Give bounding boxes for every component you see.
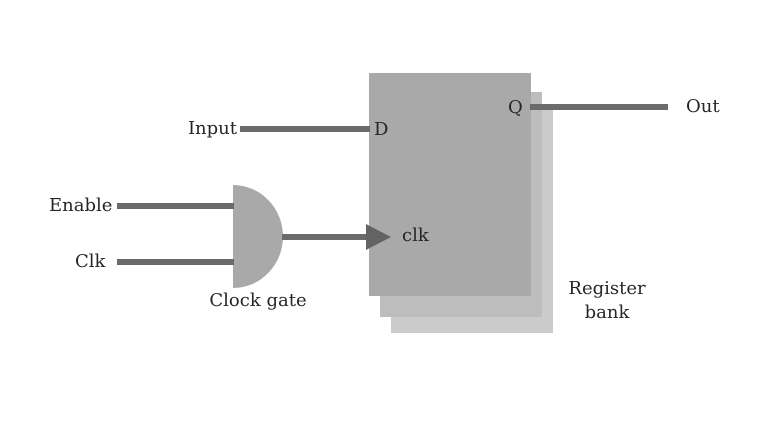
- input-label: Input: [187, 118, 237, 139]
- register-bank-label-line1: Register: [568, 278, 646, 299]
- register-bank-label: Register bank: [547, 277, 667, 325]
- output-wire: [530, 104, 668, 110]
- arrow-right-icon: [366, 224, 391, 250]
- enable-label: Enable: [49, 195, 113, 216]
- and-gate-shape: [233, 185, 283, 288]
- clk-port-label: clk: [402, 225, 429, 246]
- out-label: Out: [686, 96, 720, 117]
- register-bank-front-layer: [369, 73, 531, 296]
- enable-wire: [117, 203, 234, 209]
- clk-label: Clk: [75, 251, 106, 272]
- q-port-label: Q: [508, 97, 523, 118]
- d-port-label: D: [374, 119, 389, 140]
- clk-wire: [117, 259, 234, 265]
- input-wire: [240, 126, 370, 132]
- gated-clock-wire: [282, 234, 367, 240]
- clock-gate-label: Clock gate: [209, 290, 307, 311]
- register-bank-label-line2: bank: [584, 302, 630, 323]
